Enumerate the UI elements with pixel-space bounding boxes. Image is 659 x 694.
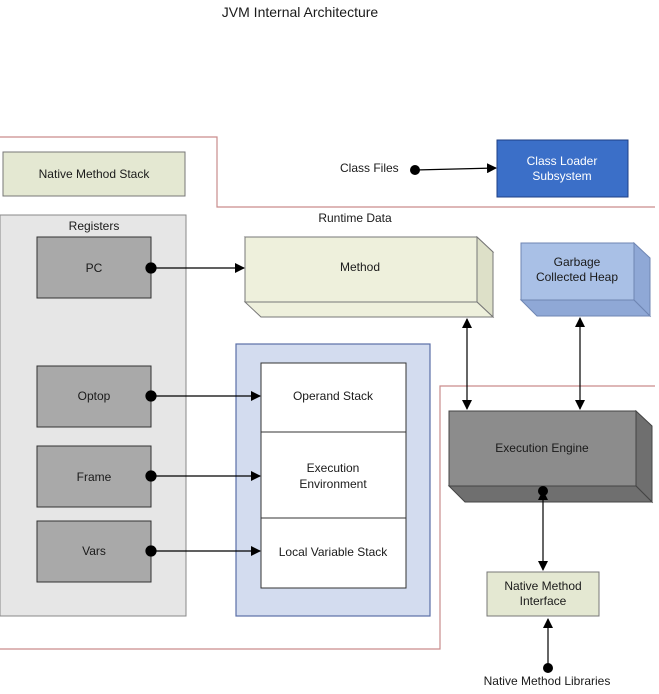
local-variable-stack-label: Local Variable Stack (279, 545, 389, 559)
execution-engine: Execution Engine (447, 409, 654, 504)
class-loader-label-2: Subsystem (532, 169, 591, 183)
method-area: Method (243, 235, 495, 319)
register-optop-label: Optop (78, 389, 111, 403)
native-interface-label-2: Interface (520, 594, 567, 608)
register-pc: PC (36, 236, 152, 299)
execution-environment-label-2: Environment (299, 477, 367, 491)
execution-engine-label: Execution Engine (495, 441, 589, 455)
register-arrows (145, 262, 261, 557)
heap-label-1: Garbage (554, 255, 601, 269)
diagram-title: JVM Internal Architecture (222, 4, 379, 20)
engine-bottom-dot (538, 486, 548, 496)
class-files-arrow (414, 163, 497, 174)
register-frame-label: Frame (77, 470, 112, 484)
native-method-libraries-label: Native Method Libraries (484, 674, 611, 688)
register-frame: Frame (36, 445, 152, 508)
class-loader-subsystem: Class Loader Subsystem (496, 139, 629, 198)
native-interface-label-1: Native Method (504, 579, 581, 593)
operand-stack-label: Operand Stack (293, 389, 374, 403)
class-loader-label-1: Class Loader (527, 154, 598, 168)
java-stack-panel: Operand Stack Execution Environment Loca… (235, 343, 431, 617)
register-optop: Optop (36, 365, 152, 428)
runtime-data-label: Runtime Data (318, 211, 392, 225)
native-method-stack: Native Method Stack (2, 151, 186, 197)
heap-label-2: Collected Heap (536, 270, 618, 284)
class-files-label: Class Files (340, 161, 399, 175)
engine-arrows (462, 317, 585, 668)
register-vars: Vars (36, 520, 152, 583)
garbage-collected-heap: Garbage Collected Heap (519, 241, 652, 318)
runtime-boundary (0, 136, 655, 650)
execution-environment-label-1: Execution (307, 461, 360, 475)
method-label: Method (340, 260, 380, 274)
register-pc-label: PC (86, 261, 103, 275)
native-method-interface: Native Method Interface (486, 571, 600, 617)
libraries-dot (543, 663, 553, 673)
native-method-stack-label: Native Method Stack (39, 167, 151, 181)
register-vars-label: Vars (82, 544, 106, 558)
registers-label: Registers (69, 219, 120, 233)
